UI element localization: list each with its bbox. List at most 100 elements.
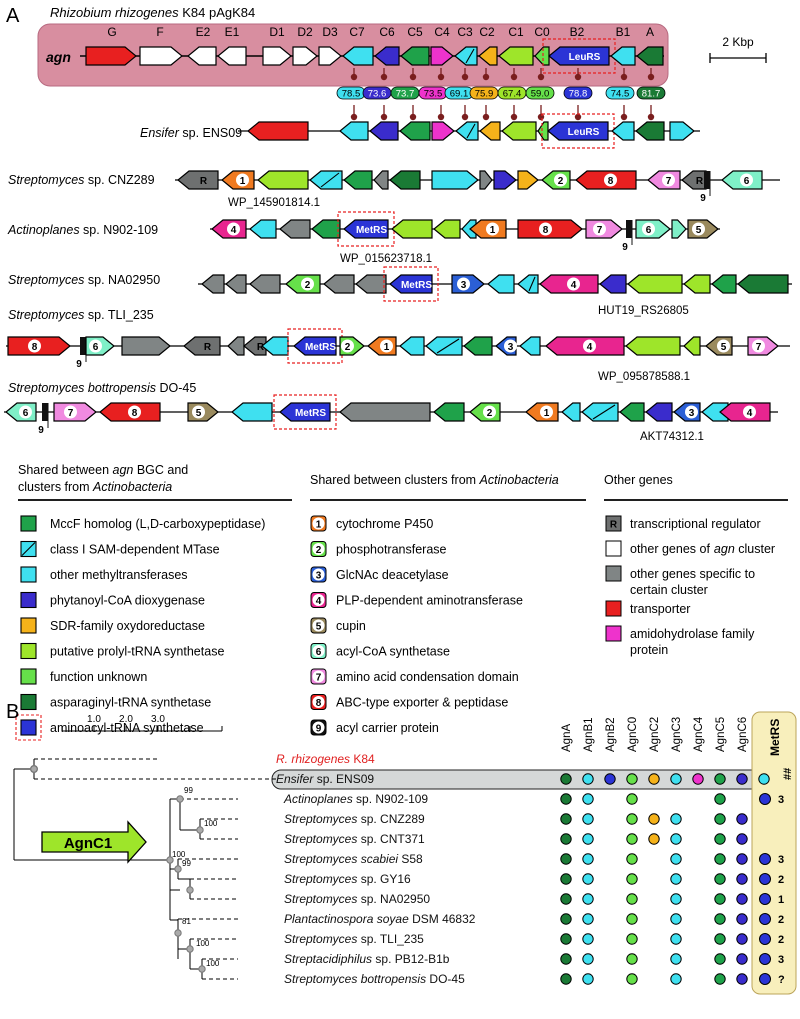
gene-number-badge [64,405,77,419]
ref-gene-letter: F [156,25,163,39]
identity-value: 78.5 [342,89,361,100]
accession-label: AKT74312.1 [640,431,704,443]
legend-agn-title-2: clusters from Actinobacteria [18,480,172,494]
legend-item-label: PLP-dependent aminotransferase [336,594,523,608]
gene-number-badge [717,339,730,353]
regulator-badge: R [696,176,704,187]
tree-scale-tick: 2.0 [119,714,133,725]
ref-gene-E2 [187,46,217,66]
gene-number-badge [227,222,240,236]
gene-arrow [671,219,687,239]
gene-arrow [399,336,425,356]
gene-arrow [279,219,311,239]
presence-column-header: AgnC4 [693,716,705,752]
gene-arrow [257,170,309,190]
gene-arrow [461,219,477,239]
gene-highlight-label: MetRS [356,225,387,236]
presence-dot [560,873,572,885]
ref-gene-letter: C2 [479,25,495,39]
cluster-name: Actinoplanes sp. N902-109 [7,223,158,237]
bootstrap-value: 99 [184,786,193,795]
presence-dot [582,813,594,825]
gene-arrow [425,336,463,356]
ref-gene-C3 [454,46,478,66]
presence-dot [560,973,572,985]
presence-dot [736,893,748,905]
presence-dot [582,833,594,845]
svg-text:1: 1 [240,176,246,187]
ref-gene-C5 [400,46,430,66]
legend-swatch [605,600,622,617]
tree-taxon-name: Streptomyces bottropensis DO-45 [284,972,465,986]
ref-gene-letter: C5 [407,25,423,39]
svg-text:1: 1 [544,408,550,419]
presence-dot [736,773,748,785]
ref-gene-C2 [478,46,498,66]
svg-text:7: 7 [756,342,762,353]
svg-text:2: 2 [487,408,493,419]
highlight-dashed-box [542,38,616,74]
metrs-count: 3 [778,954,784,966]
presence-dot [736,853,748,865]
gene-arrow [225,274,247,294]
gene-arrow [645,402,673,422]
legend-item-label: MccF homolog (L,D-carboxypeptidase) [50,517,265,531]
gene-number-badge [128,405,141,419]
ref-gene-letter: G [107,25,116,39]
svg-text:7: 7 [597,225,603,236]
ref-gene-letter: D3 [322,25,338,39]
svg-text:5: 5 [196,408,202,419]
presence-dot [736,833,748,845]
acp-label: 9 [76,359,82,370]
presence-dot [626,873,638,885]
gene-arrow [343,219,389,239]
gene-arrow [487,274,515,294]
accession-label: WP_095878588.1 [598,371,690,383]
presence-dot [714,973,726,985]
legend-item-label: putative prolyl-tRNA synthetase [50,645,224,659]
gene-number-badge [486,222,499,236]
gene-number-badge [604,173,617,187]
metrs-count: 2 [778,914,784,926]
tree-taxon-name: Streptomyces sp. TLI_235 [284,932,424,946]
presence-dot [736,933,748,945]
svg-text:6: 6 [646,225,652,236]
tree-taxon-name: Streptomyces sp. CNZ289 [284,812,425,826]
metrs-count: 1 [778,894,784,906]
gene-arrow [391,219,433,239]
gene-number-badge [540,405,553,419]
gene-number-badge [457,277,470,291]
presence-dot [582,893,594,905]
gene-arrow [121,336,171,356]
gene-number-badge [685,405,698,419]
gene-number-badge [692,222,705,236]
gene-arrow [611,121,635,141]
svg-text:1: 1 [384,342,390,353]
presence-dot [736,973,748,985]
svg-text:5: 5 [721,342,727,353]
ref-gene-letter: C3 [457,25,473,39]
bootstrap-value: 99 [182,859,191,868]
presence-dot [626,813,638,825]
legend-agn-title-1: Shared between agn BGC and [18,463,188,477]
identity-badge [605,86,635,100]
legend-item-label: GlcNAc deacetylase [336,568,449,582]
identity-value: 67.4 [503,89,522,100]
legend-swatch [605,515,622,532]
gene-arrow [249,219,277,239]
presence-dot [714,933,726,945]
svg-text:2: 2 [345,342,351,353]
panel-a-label: A [6,5,20,27]
acp-label: 9 [622,242,628,253]
ref-gene-C4 [430,46,454,66]
acp-gene [626,220,632,238]
highlight-dashed-box [541,113,615,149]
accession-label: WP_145901814.1 [228,197,320,209]
legend-swatch [20,515,37,532]
gene-arrow [519,336,541,356]
gene-arrow [635,121,665,141]
acp-gene [80,337,86,355]
ref-gene-E1 [217,46,247,66]
presence-dot [670,953,682,965]
